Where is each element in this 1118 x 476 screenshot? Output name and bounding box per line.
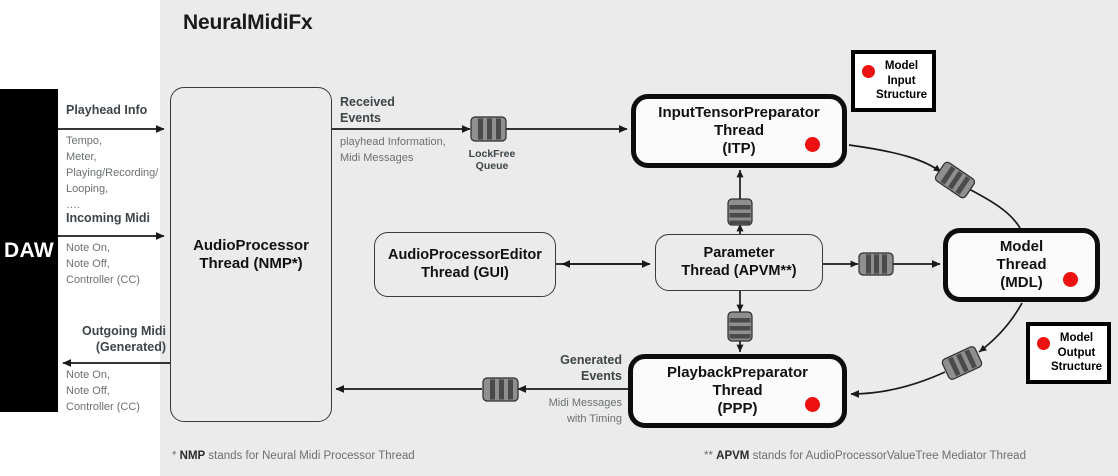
footnote-nmp-bold: NMP [179, 450, 206, 462]
queue-glyph-input-tensor [934, 161, 976, 199]
legend-label-model-input: Model Input Structure [875, 59, 928, 102]
queue-glyph-output-tensor [941, 346, 983, 380]
flow-label-generated-events: Generated Events [560, 353, 622, 383]
queue-glyph-received-events [470, 116, 507, 142]
footnote-nmp-rest: stands for Neural Midi Processor Thread [205, 450, 415, 462]
page-title: NeuralMidiFx [183, 11, 313, 34]
footnote-nmp-prefix: * [172, 450, 180, 462]
flow-detail-generated-events: Midi Messages with Timing [548, 397, 622, 425]
flow-detail-incoming-midi: Note On, Note Off, Controller (CC) [66, 242, 140, 286]
thread-label-gui: AudioProcessorEditor Thread (GUI) [388, 247, 542, 281]
thread-box-nmp[interactable]: AudioProcessor Thread (NMP*) [170, 87, 332, 422]
thread-label-ppp: PlaybackPreparator Thread (PPP) [667, 364, 808, 417]
thread-box-apvm[interactable]: Parameter Thread (APVM**) [655, 234, 823, 291]
thread-label-itp: InputTensorPreparator Thread (ITP) [658, 104, 820, 157]
footnote-apvm: ** APVM stands for AudioProcessorValueTr… [704, 450, 1026, 462]
legend-model-output-structure: Model Output Structure [1026, 322, 1111, 384]
daw-block: DAW [0, 89, 58, 412]
queue-glyph-itp-params [727, 198, 753, 226]
thread-label-nmp: AudioProcessor Thread (NMP*) [193, 236, 309, 272]
thread-box-ppp[interactable]: PlaybackPreparator Thread (PPP) [628, 354, 847, 428]
thread-box-mdl[interactable]: Model Thread (MDL) [943, 228, 1100, 302]
legend-label-model-output: Model Output Structure [1050, 331, 1103, 374]
flow-detail-playhead-info: Tempo, Meter, Playing/Recording/ Looping… [66, 135, 159, 211]
queue-glyph-ppp-params [727, 311, 753, 342]
red-dot-icon [1037, 336, 1050, 350]
queue-glyph-generated-events [482, 377, 519, 402]
flow-label-received-events: Received Events [340, 95, 395, 125]
footnote-apvm-rest: stands for AudioProcessorValueTree Media… [749, 450, 1026, 462]
flow-detail-outgoing-midi: Note On, Note Off, Controller (CC) [66, 369, 140, 413]
flow-label-outgoing-midi: Outgoing Midi (Generated) [81, 324, 166, 354]
footnote-apvm-prefix: ** [704, 450, 717, 462]
legend-model-input-structure: Model Input Structure [851, 50, 936, 112]
thread-box-gui[interactable]: AudioProcessorEditor Thread (GUI) [374, 232, 556, 297]
flow-label-playhead-info: Playhead Info [66, 103, 148, 117]
lockfree-queue-label: LockFree Queue [468, 148, 516, 172]
queue-glyph-parameters [858, 252, 894, 276]
footnote-nmp: * NMP stands for Neural Midi Processor T… [172, 450, 415, 462]
model-input-marker-dot [805, 137, 820, 152]
daw-label: DAW [4, 238, 54, 262]
flow-detail-received-events: playhead Information, Midi Messages [340, 136, 446, 164]
thread-label-apvm: Parameter Thread (APVM**) [681, 245, 797, 279]
model-output-marker-dot [1063, 272, 1078, 287]
footnote-apvm-bold: APVM [716, 450, 750, 462]
thread-box-itp[interactable]: InputTensorPreparator Thread (ITP) [631, 94, 847, 168]
ppp-marker-dot [805, 397, 820, 412]
red-dot-icon [862, 64, 875, 78]
flow-label-incoming-midi: Incoming Midi [66, 211, 151, 225]
thread-label-mdl: Model Thread (MDL) [996, 238, 1047, 291]
